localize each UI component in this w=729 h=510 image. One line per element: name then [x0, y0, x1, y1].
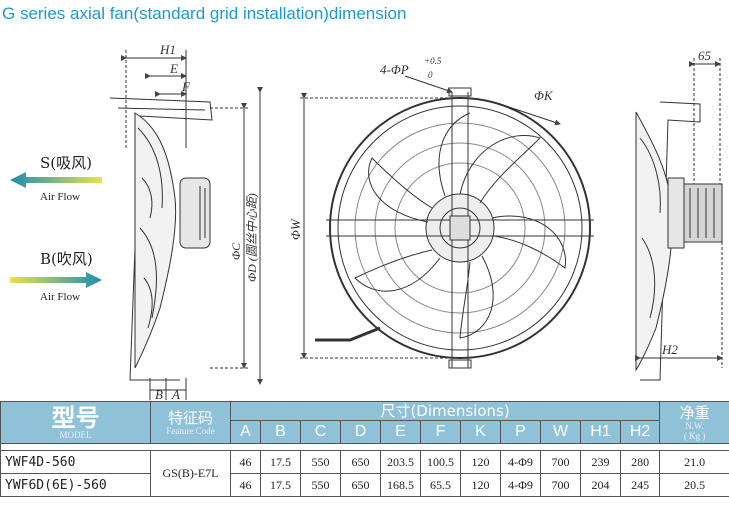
feature-code-cell: GS(B)-E7L [150, 450, 231, 497]
table-row: YWF4D-560 GS(B)-E7L 46 17.5 550 650 203.… [0, 450, 729, 497]
right-view [635, 58, 723, 381]
model-header: 型号 MODEL [0, 401, 151, 444]
front-view [300, 75, 594, 369]
dim-f-label: F [181, 79, 191, 94]
model-header-label: 型号 [51, 403, 100, 432]
model-cell: YWF6D(6E)-560 [0, 473, 151, 497]
column-header: W [540, 420, 581, 444]
dim-holes-sub: 0 [428, 70, 433, 80]
value-cell: 46 [230, 473, 261, 497]
dim-a-label: A [171, 387, 180, 400]
value-cell: 650 [340, 473, 381, 497]
value-cell: 17.5 [260, 450, 301, 474]
dimensions-header: 尺寸(Dimensions) [229, 401, 661, 421]
value-cell: 120 [460, 450, 501, 474]
table-header-row-1: 型号 MODEL 特征码 Feature Code 尺寸(Dimensions)… [0, 401, 729, 444]
front-view-labels: 4-ΦP +0.5 0 ΦK ΦW [288, 56, 554, 240]
blowing-arrow-icon [10, 272, 102, 288]
model-cell: YWF4D-560 [0, 450, 151, 474]
dim-w-label: ΦW [288, 218, 303, 240]
dim-h1-label: H1 [159, 42, 176, 57]
feature-header-label: 特征码 [167, 408, 213, 427]
weight-header-en: N.W. [685, 420, 704, 431]
dim-h2-label: H2 [661, 342, 678, 357]
column-header: E [380, 420, 421, 444]
column-header: K [460, 420, 501, 444]
value-cell: 4-Φ9 [500, 450, 541, 474]
side-view-labels: H1 E F ΦC ΦD (圆丝中心距) B A [155, 42, 259, 400]
suction-caption: Air Flow [40, 191, 80, 203]
column-header: H1 [580, 420, 621, 444]
feature-header: 特征码 Feature Code [150, 401, 231, 444]
suction-arrow-icon [10, 172, 102, 188]
value-cell: 17.5 [260, 473, 301, 497]
value-cell: 239 [580, 450, 621, 474]
column-header: P [500, 420, 541, 444]
value-cell: 203.5 [380, 450, 421, 474]
dim-65-label: 65 [698, 48, 712, 63]
column-header: C [300, 420, 341, 444]
right-view-labels: 65 H2 [661, 48, 712, 357]
column-header: A [230, 420, 261, 444]
value-cell: 550 [300, 450, 341, 474]
table-header-row-2: A B C D E F K P W H1 H2 [1, 420, 729, 444]
column-header: D [340, 420, 381, 444]
column-header: H2 [619, 420, 661, 444]
value-cell: 650 [340, 450, 381, 474]
dimension-table: 型号 MODEL 特征码 Feature Code 尺寸(Dimensions)… [0, 401, 729, 497]
side-view [109, 50, 263, 400]
weight-header: 净重 N.W. ( Kg ) [659, 401, 729, 444]
airflow-blowing: B(吹风) Air Flow [10, 250, 102, 303]
value-cell: 168.5 [380, 473, 421, 497]
value-cell: 46 [230, 450, 261, 474]
airflow-suction: S(吸风) Air Flow [10, 154, 102, 203]
dim-holes-label: 4-ΦP [380, 62, 409, 77]
value-cell: 120 [460, 473, 501, 497]
value-cell: 100.5 [420, 450, 461, 474]
dim-e-label: E [169, 61, 178, 76]
value-cell: 245 [619, 473, 661, 497]
weight-cell: 20.5 [659, 473, 729, 497]
value-cell: 4-Φ9 [500, 473, 541, 497]
column-header: F [420, 420, 461, 444]
dim-k-label: ΦK [534, 88, 554, 103]
table-row: YWF6D(6E)-560 46 17.5 550 650 168.5 65.5… [0, 473, 729, 497]
dim-d-label: ΦD (圆丝中心距) [245, 193, 259, 282]
value-cell: 280 [619, 450, 661, 474]
dim-holes-sup: +0.5 [424, 56, 442, 66]
weight-header-unit: ( Kg ) [683, 430, 706, 441]
model-header-en: MODEL [59, 429, 92, 440]
column-header: B [260, 420, 301, 444]
dim-b-label: B [155, 387, 163, 400]
dimensions-header-label: 尺寸(Dimensions) [380, 401, 510, 420]
weight-header-label: 净重 [679, 403, 710, 422]
value-cell: 700 [540, 450, 581, 474]
feature-header-en: Feature Code [166, 425, 215, 436]
value-cell: 550 [300, 473, 341, 497]
page-title: G series axial fan(standard grid install… [2, 4, 407, 23]
value-cell: 700 [540, 473, 581, 497]
blowing-label: B(吹风) [40, 250, 93, 268]
weight-cell: 21.0 [659, 450, 729, 474]
dimension-drawing: H1 E F ΦC ΦD (圆丝中心距) B A S(吸风) Air Flow … [10, 42, 723, 400]
value-cell: 65.5 [420, 473, 461, 497]
suction-label: S(吸风) [40, 154, 92, 172]
blowing-caption: Air Flow [40, 291, 80, 303]
dim-c-label: ΦC [229, 242, 243, 260]
value-cell: 204 [580, 473, 621, 497]
